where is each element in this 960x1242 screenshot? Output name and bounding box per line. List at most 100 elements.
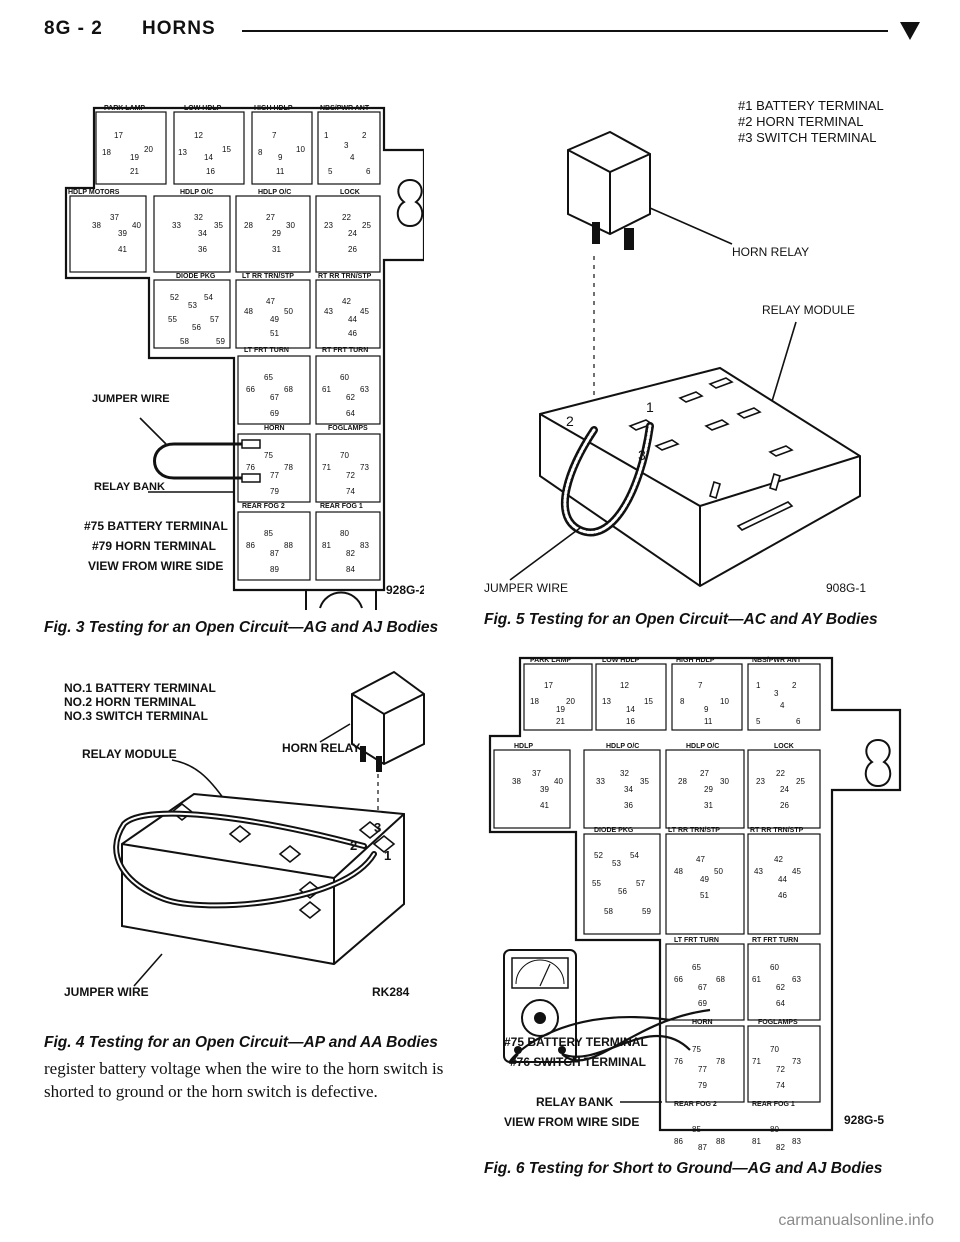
svg-text:11: 11 bbox=[704, 717, 713, 726]
svg-text:71: 71 bbox=[322, 463, 331, 472]
svg-text:26: 26 bbox=[348, 245, 357, 254]
svg-text:52: 52 bbox=[594, 851, 603, 860]
figure-5: #1 BATTERY TERMINAL #2 HORN TERMINAL #3 … bbox=[470, 96, 890, 606]
svg-text:58: 58 bbox=[604, 907, 613, 916]
svg-text:12: 12 bbox=[194, 131, 203, 140]
svg-text:35: 35 bbox=[640, 777, 649, 786]
svg-text:5: 5 bbox=[756, 717, 761, 726]
svg-text:HORN: HORN bbox=[692, 1019, 713, 1026]
svg-text:70: 70 bbox=[340, 451, 349, 460]
svg-text:77: 77 bbox=[270, 471, 279, 480]
svg-text:LT FRT TURN: LT FRT TURN bbox=[674, 937, 719, 944]
body-paragraph: register battery voltage when the wire t… bbox=[44, 1058, 454, 1103]
svg-text:85: 85 bbox=[264, 529, 273, 538]
svg-text:31: 31 bbox=[272, 245, 281, 254]
svg-text:86: 86 bbox=[674, 1137, 683, 1146]
fig3-caption: Fig. 3 Testing for an Open Circuit—AG an… bbox=[44, 619, 439, 636]
svg-text:LOCK: LOCK bbox=[340, 189, 360, 196]
svg-text:78: 78 bbox=[284, 463, 293, 472]
svg-text:30: 30 bbox=[286, 221, 295, 230]
svg-text:45: 45 bbox=[792, 867, 801, 876]
svg-text:54: 54 bbox=[630, 851, 639, 860]
fig4-label-relay-module: RELAY MODULE bbox=[82, 747, 177, 761]
svg-text:81: 81 bbox=[322, 541, 331, 550]
fig5-label-horn-relay: HORN RELAY bbox=[732, 245, 809, 259]
svg-text:60: 60 bbox=[770, 963, 779, 972]
svg-text:73: 73 bbox=[360, 463, 369, 472]
svg-text:89: 89 bbox=[270, 565, 279, 574]
fig5-num-2: 2 bbox=[566, 413, 574, 429]
svg-text:81: 81 bbox=[752, 1137, 761, 1146]
svg-text:42: 42 bbox=[774, 855, 783, 864]
svg-text:27: 27 bbox=[700, 769, 709, 778]
fig3-label-relay-bank: RELAY BANK bbox=[94, 481, 165, 493]
fig5-num-1: 1 bbox=[646, 399, 654, 415]
svg-text:39: 39 bbox=[118, 229, 127, 238]
svg-text:5: 5 bbox=[328, 167, 333, 176]
fig4-terminal-1: NO.1 BATTERY TERMINAL bbox=[64, 681, 216, 695]
svg-text:2: 2 bbox=[362, 131, 367, 140]
svg-text:LOW HDLP: LOW HDLP bbox=[602, 657, 640, 664]
svg-text:76: 76 bbox=[246, 463, 255, 472]
svg-text:49: 49 bbox=[700, 875, 709, 884]
svg-text:DIODE PKG: DIODE PKG bbox=[594, 827, 634, 834]
watermark: carmanualsonline.info bbox=[778, 1212, 934, 1229]
svg-text:3: 3 bbox=[774, 689, 779, 698]
triangle-marker-icon bbox=[900, 22, 920, 40]
svg-text:51: 51 bbox=[700, 891, 709, 900]
svg-text:54: 54 bbox=[204, 293, 213, 302]
svg-text:20: 20 bbox=[144, 145, 153, 154]
svg-text:RT FRT TURN: RT FRT TURN bbox=[752, 937, 798, 944]
svg-text:82: 82 bbox=[346, 549, 355, 558]
svg-text:86: 86 bbox=[246, 541, 255, 550]
svg-text:78: 78 bbox=[716, 1057, 725, 1066]
svg-text:44: 44 bbox=[348, 315, 357, 324]
fig3-label-battery-terminal: #75 BATTERY TERMINAL bbox=[84, 519, 228, 533]
svg-text:37: 37 bbox=[110, 213, 119, 222]
svg-text:72: 72 bbox=[776, 1065, 785, 1074]
svg-text:8: 8 bbox=[680, 697, 685, 706]
svg-text:7: 7 bbox=[272, 131, 277, 140]
svg-text:40: 40 bbox=[554, 777, 563, 786]
svg-text:57: 57 bbox=[636, 879, 645, 888]
svg-text:47: 47 bbox=[266, 297, 275, 306]
svg-text:42: 42 bbox=[342, 297, 351, 306]
svg-text:15: 15 bbox=[222, 145, 231, 154]
svg-text:NBS/PWR ANT: NBS/PWR ANT bbox=[752, 657, 802, 664]
svg-text:25: 25 bbox=[796, 777, 805, 786]
fig5-num-3: 3 bbox=[638, 447, 646, 463]
svg-text:28: 28 bbox=[678, 777, 687, 786]
svg-text:37: 37 bbox=[532, 769, 541, 778]
svg-text:17: 17 bbox=[114, 131, 123, 140]
svg-text:52: 52 bbox=[170, 293, 179, 302]
svg-text:HIGH HDLP: HIGH HDLP bbox=[254, 105, 293, 112]
svg-text:75: 75 bbox=[692, 1045, 701, 1054]
svg-text:PARK LAMP: PARK LAMP bbox=[104, 105, 145, 112]
figure-4-illustration: NO.1 BATTERY TERMINAL NO.2 HORN TERMINAL… bbox=[64, 670, 425, 999]
svg-text:55: 55 bbox=[168, 315, 177, 324]
svg-text:64: 64 bbox=[346, 409, 355, 418]
svg-text:1: 1 bbox=[756, 681, 761, 690]
svg-text:88: 88 bbox=[284, 541, 293, 550]
svg-text:67: 67 bbox=[270, 393, 279, 402]
svg-text:23: 23 bbox=[756, 777, 765, 786]
svg-text:20: 20 bbox=[566, 697, 575, 706]
fig3-code: 928G-2 bbox=[386, 583, 424, 597]
svg-text:LT RR TRN/STP: LT RR TRN/STP bbox=[668, 827, 720, 834]
svg-text:76: 76 bbox=[674, 1057, 683, 1066]
svg-text:24: 24 bbox=[348, 229, 357, 238]
figure-4: NO.1 BATTERY TERMINAL NO.2 HORN TERMINAL… bbox=[44, 664, 454, 1004]
svg-text:51: 51 bbox=[270, 329, 279, 338]
svg-text:21: 21 bbox=[556, 717, 565, 726]
svg-text:65: 65 bbox=[264, 373, 273, 382]
page-number: 8G - 2 bbox=[44, 18, 103, 39]
svg-text:LT FRT TURN: LT FRT TURN bbox=[244, 347, 289, 354]
svg-text:46: 46 bbox=[348, 329, 357, 338]
svg-text:FOGLAMPS: FOGLAMPS bbox=[758, 1019, 798, 1026]
svg-text:REAR FOG 2: REAR FOG 2 bbox=[674, 1101, 717, 1108]
fig3-label-view: VIEW FROM WIRE SIDE bbox=[88, 559, 223, 573]
svg-text:14: 14 bbox=[204, 153, 213, 162]
